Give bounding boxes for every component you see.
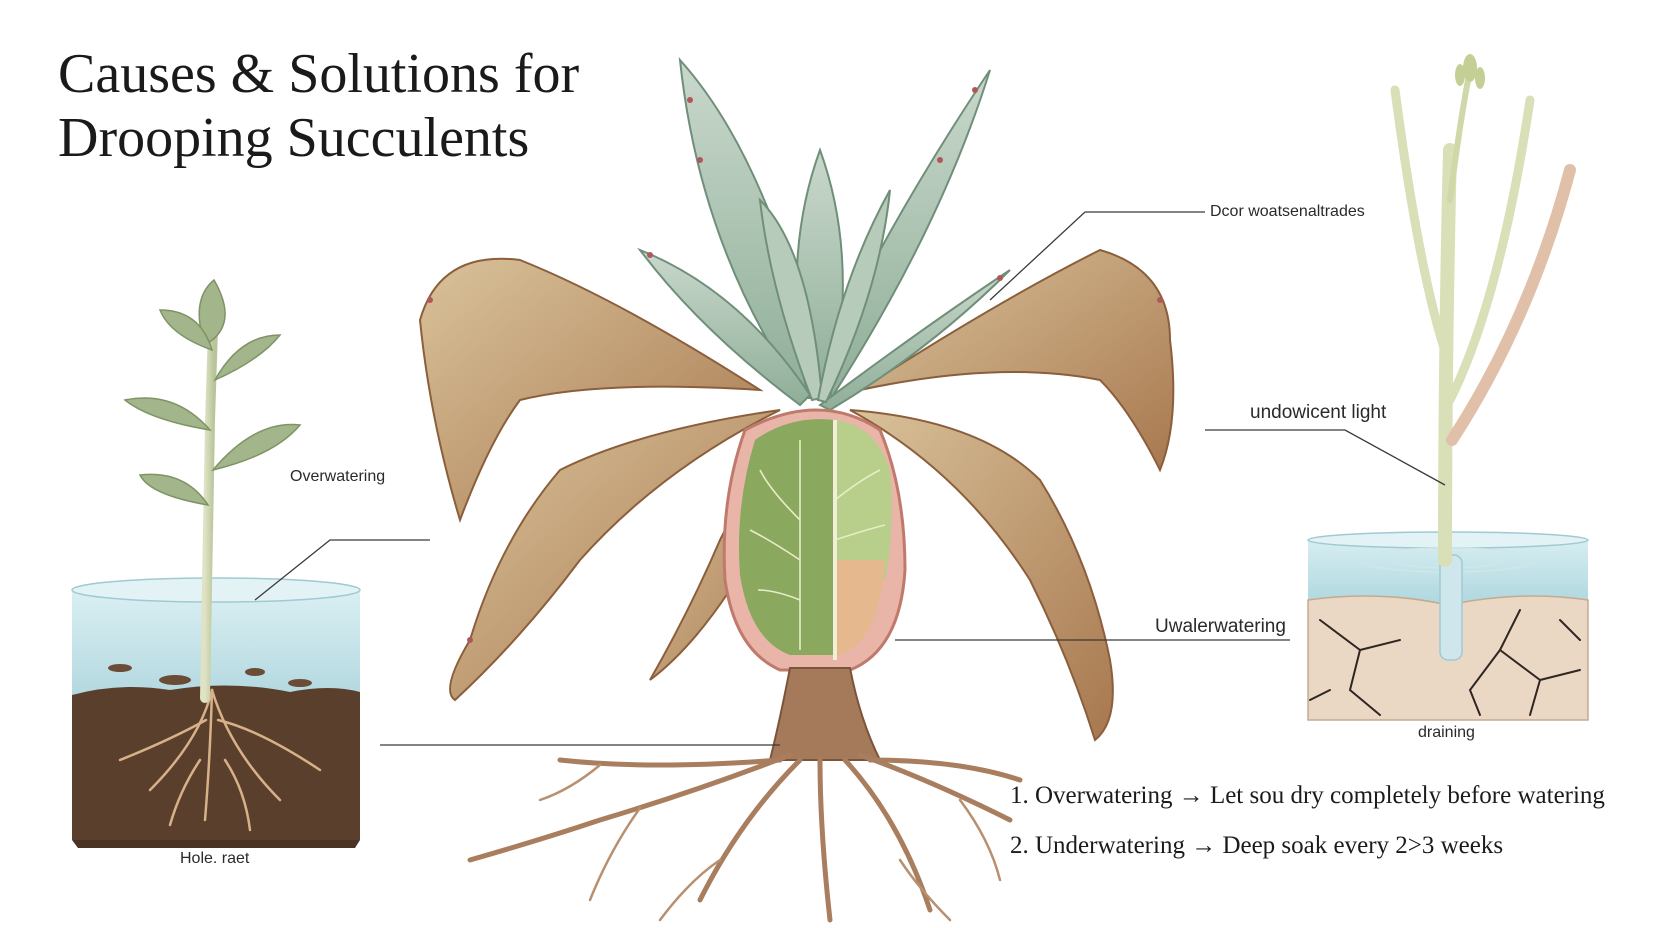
label-overwatering: Overwatering [290, 468, 386, 485]
page-title: Causes & Solutions for Drooping Succulen… [58, 42, 579, 170]
solution-2-number: 2. [1010, 832, 1029, 859]
drooping-succulent [418, 57, 1175, 923]
leader-lines [254, 211, 1446, 746]
insufficient-light-plant [1307, 54, 1589, 721]
solution-1-number: 1. [1010, 782, 1029, 809]
solution-1-text: Overwatering → Let sou dry completely be… [1035, 782, 1605, 809]
label-draining: draining [1418, 724, 1475, 741]
label-top-right: Dcor woatsenaltrades [1210, 203, 1365, 220]
label-root-rot: Hole. raet [180, 850, 250, 867]
overwatered-plant [71, 278, 361, 848]
solution-1: 1. Overwatering → Let sou dry completely… [1010, 782, 1605, 810]
solution-2: 2. Underwatering → Deep soak every 2>3 w… [1010, 832, 1503, 860]
label-insufficient-light: undowicent light [1250, 402, 1387, 423]
title-line-1: Causes & Solutions for [58, 43, 580, 105]
label-underwatering: Uwalerwatering [1155, 616, 1286, 637]
solution-2-text: Underwatering → Deep soak every 2>3 week… [1035, 832, 1504, 859]
title-line-2: Drooping Succulents [58, 107, 530, 169]
